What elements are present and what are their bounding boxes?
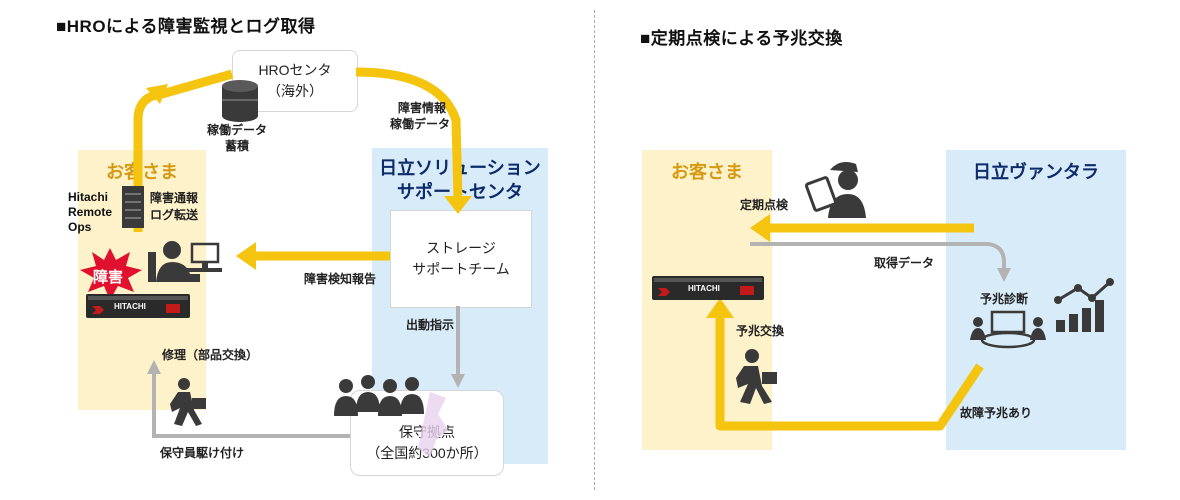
arrow-predictive-replace-head: [706, 298, 734, 318]
fault-burst-icon: [80, 248, 142, 300]
decorative-pink-pattern: [418, 392, 448, 458]
right-diagram-svg: [652, 162, 1114, 431]
storage-accum-line1: 稼働データ: [207, 123, 268, 137]
left-title: ■HROによる障害監視とログ取得: [56, 17, 316, 36]
storage-accum-label: 稼働データ 蓄積: [207, 122, 267, 154]
arrow-acquired-data: [750, 242, 1006, 270]
meeting-icon: [970, 310, 1046, 349]
fault-info-line1: 障害情報: [398, 101, 447, 115]
right-title: ■定期点検による予兆交換: [640, 29, 843, 48]
device-brand-right: HITACHI: [688, 284, 720, 293]
arrow-customer-to-hro-head: [146, 84, 168, 104]
fault-report-label: 障害通報 ログ転送: [150, 190, 198, 224]
fault-info-line2: 稼働データ: [390, 117, 451, 131]
hro-center-line2: （海外）: [267, 83, 323, 99]
hro-brand-line3: Ops: [68, 220, 92, 234]
inspection-label: 定期点検: [740, 198, 789, 212]
storage-team-box: ストレージ サポートチーム: [390, 210, 532, 308]
database-icon: [222, 80, 258, 122]
walking-engineer-icon-right: [736, 349, 777, 404]
operator-pc-icon: [148, 241, 222, 282]
arrow-hro-to-storage-head: [444, 196, 472, 214]
arrow-dispatch-head: [451, 374, 465, 388]
hro-brand-line1: Hitachi: [68, 190, 109, 204]
predictive-replace-label: 予兆交換: [736, 324, 785, 338]
fault-info-label: 障害情報 稼働データ: [390, 100, 450, 132]
acquired-data-label: 取得データ: [874, 256, 935, 270]
arrow-hro-to-storage: [355, 67, 463, 201]
chart-icon: [1054, 278, 1114, 332]
arrow-inspection-head: [750, 214, 770, 242]
right-customer-label: お客さま: [671, 162, 743, 182]
storage-accum-line2: 蓄積: [225, 139, 250, 153]
hro-brand-label: Hitachi Remote Ops: [68, 190, 112, 235]
hro-center-line1: HROセンタ: [258, 62, 332, 78]
fault-report-line1: 障害通報: [150, 191, 199, 205]
inspector-tablet-icon: [804, 162, 866, 218]
rush-label: 保守員駆け付け: [160, 446, 245, 460]
storage-team-line1: ストレージ: [426, 240, 496, 256]
has-signs-label: 故障予兆あり: [960, 406, 1033, 420]
dispatch-label: 出動指示: [406, 318, 455, 332]
arrow-acquired-data-head: [997, 268, 1011, 282]
device-brand-left: HITACHI: [114, 302, 146, 311]
storage-device-icon-right: [652, 276, 764, 300]
section-divider: [594, 10, 595, 490]
left-diagram-svg: [80, 67, 472, 458]
arrow-predictive-replace: [715, 314, 984, 431]
fault-badge-label: 障害: [93, 269, 124, 286]
diagnosis-label: 予兆診断: [980, 292, 1029, 306]
walking-engineer-icon-left: [170, 378, 206, 426]
arrow-rush: [152, 372, 350, 438]
repair-label: 修理（部品交換）: [162, 348, 259, 362]
fault-notice-label: 障害検知報告: [304, 272, 377, 286]
fault-report-line2: ログ転送: [150, 208, 199, 222]
storage-device-icon-left: [86, 294, 190, 318]
server-rack-icon: [122, 186, 144, 228]
people-group-icon: [334, 375, 424, 416]
arrow-rush-head: [147, 360, 161, 374]
hro-brand-line2: Remote: [68, 205, 113, 219]
storage-team-line2: サポートチーム: [412, 261, 510, 277]
right-vantara-label: 日立ヴァンタラ: [973, 162, 1099, 182]
arrow-storage-to-customer-head: [236, 242, 256, 270]
